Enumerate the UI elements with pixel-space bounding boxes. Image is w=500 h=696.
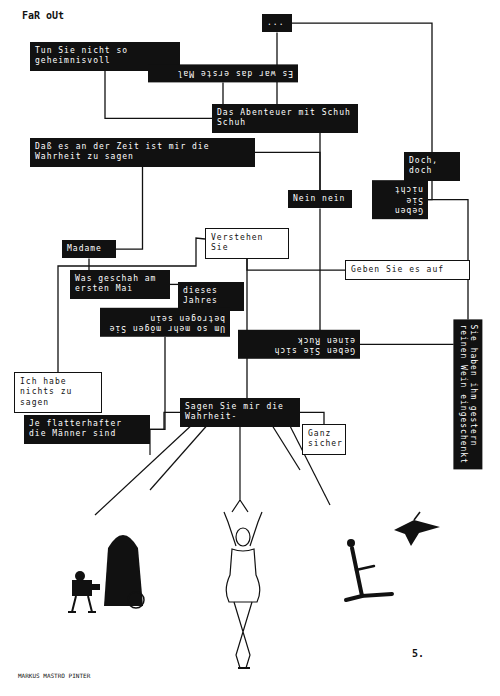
connector [170, 284, 178, 285]
box-text: Ich habe nichts zu sagen [20, 377, 96, 408]
white-box: Ich habe nichts zu sagen [14, 372, 102, 413]
box-text: Um so mehr mögen Sie betrogen sein [105, 312, 225, 333]
connector [150, 412, 180, 429]
connector [116, 167, 143, 249]
title: FaR oUt [22, 10, 64, 21]
connector [300, 412, 324, 424]
connector [150, 337, 165, 430]
box-text: Es war das erste Mal [153, 68, 293, 78]
box-text: Geben Sie sich einen Ruck [243, 334, 355, 355]
figure-left [68, 535, 144, 612]
black-box: Das Abenteuer mit Schuh Schuh [212, 104, 358, 133]
connector [222, 82, 223, 104]
black-box: Sie haben ihm gestern reinen Wein einges… [454, 319, 483, 469]
box-text: Nein nein [293, 194, 347, 204]
black-box: ... [262, 14, 292, 32]
white-box: Verstehen Sie [205, 228, 289, 259]
page-number: 5. [412, 648, 424, 659]
box-text: Verstehen Sie [211, 233, 283, 254]
box-text: Madame [67, 244, 111, 254]
box-text: Was geschah am ersten Mai [75, 274, 165, 295]
figure-woman [224, 512, 262, 668]
box-text: Ganz sicher [308, 429, 340, 450]
black-box: Daß es an der Zeit ist mir die Wahrheit … [30, 138, 255, 167]
box-text: Daß es an der Zeit ist mir die Wahrheit … [35, 142, 250, 163]
black-box: Geben Sie nicht [372, 180, 428, 219]
box-text: dieses Jahres [183, 286, 239, 307]
white-box: Geben Sie es auf [345, 260, 470, 280]
connector [360, 344, 454, 345]
connector [246, 259, 247, 398]
box-text: Geben Sie es auf [351, 265, 464, 275]
connector [247, 259, 345, 270]
box-text: ... [267, 18, 287, 28]
box-text: Das Abenteuer mit Schuh Schuh [217, 108, 353, 129]
connector [255, 152, 320, 190]
black-box: Madame [62, 240, 116, 258]
black-box: dieses Jahres [178, 282, 244, 311]
connector [428, 181, 432, 200]
black-box: Sagen Sie mir die Wahrheit- [180, 398, 300, 427]
box-text: Doch, doch [409, 156, 455, 177]
black-box: Je flatterhafter die Männer sind [24, 415, 150, 444]
black-box: Was geschah am ersten Mai [70, 270, 170, 299]
connector [88, 258, 89, 270]
box-text: Sie haben ihm gestern reinen Wein einges… [458, 324, 479, 464]
box-text: Geben Sie nicht [377, 184, 423, 215]
black-box: Es war das erste Mal [148, 64, 298, 82]
box-text: Sagen Sie mir die Wahrheit- [185, 402, 295, 423]
signature: MARKUS MASTRO PINTER [18, 672, 90, 679]
figure-sitting [346, 539, 392, 600]
box-text: Je flatterhafter die Männer sind [29, 419, 145, 440]
black-box: Doch, doch [404, 152, 460, 181]
white-box: Ganz sicher [302, 424, 346, 455]
black-box: Geben Sie sich einen Ruck [238, 330, 360, 359]
connector [319, 208, 320, 330]
black-box: Nein nein [288, 190, 352, 208]
black-box: Um so mehr mögen Sie betrogen sein [100, 308, 230, 337]
figure-bird [394, 512, 440, 546]
